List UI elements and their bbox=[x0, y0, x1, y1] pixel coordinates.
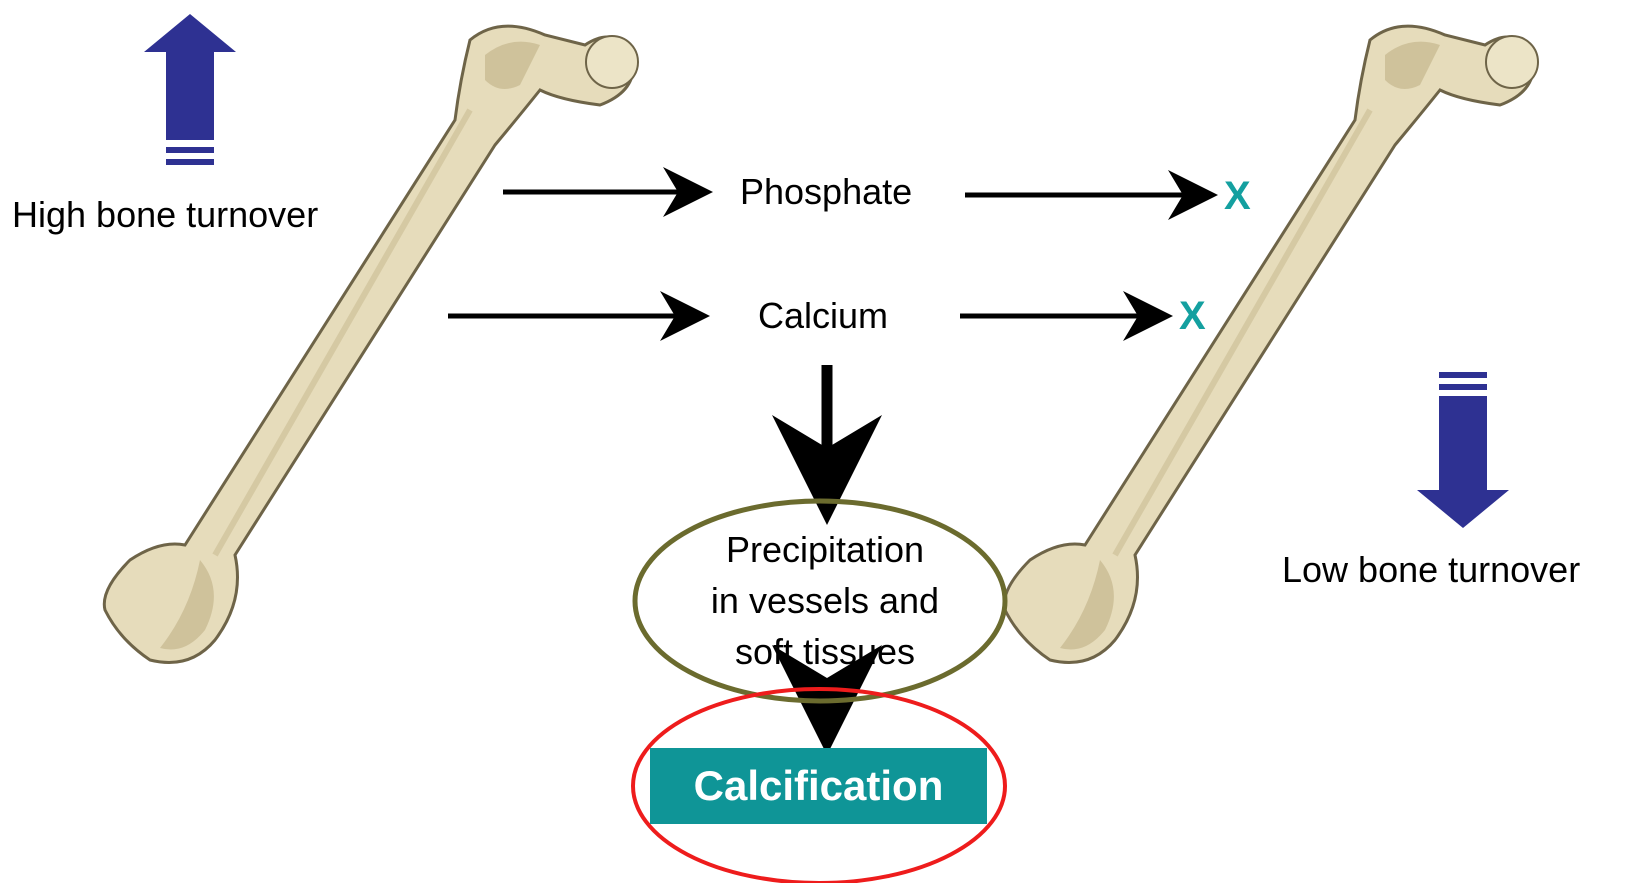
high-turnover-label: High bone turnover bbox=[12, 195, 318, 235]
calcification-box: Calcification bbox=[650, 748, 987, 824]
low-turnover-label: Low bone turnover bbox=[1282, 550, 1580, 590]
blocked-phosphate-mark: X bbox=[1224, 176, 1251, 216]
blocked-calcium-mark: X bbox=[1179, 296, 1206, 336]
down-arrow-icon bbox=[1417, 372, 1509, 528]
precipitation-text: Precipitation in vessels and soft tissue… bbox=[680, 530, 970, 672]
precipitation-line-3: soft tissues bbox=[680, 632, 970, 672]
precipitation-line-1: Precipitation bbox=[680, 530, 970, 570]
precipitation-line-2: in vessels and bbox=[680, 581, 970, 621]
phosphate-label: Phosphate bbox=[740, 172, 912, 212]
up-arrow-icon bbox=[144, 14, 236, 165]
calcification-label: Calcification bbox=[694, 762, 944, 810]
calcium-label: Calcium bbox=[758, 296, 888, 336]
